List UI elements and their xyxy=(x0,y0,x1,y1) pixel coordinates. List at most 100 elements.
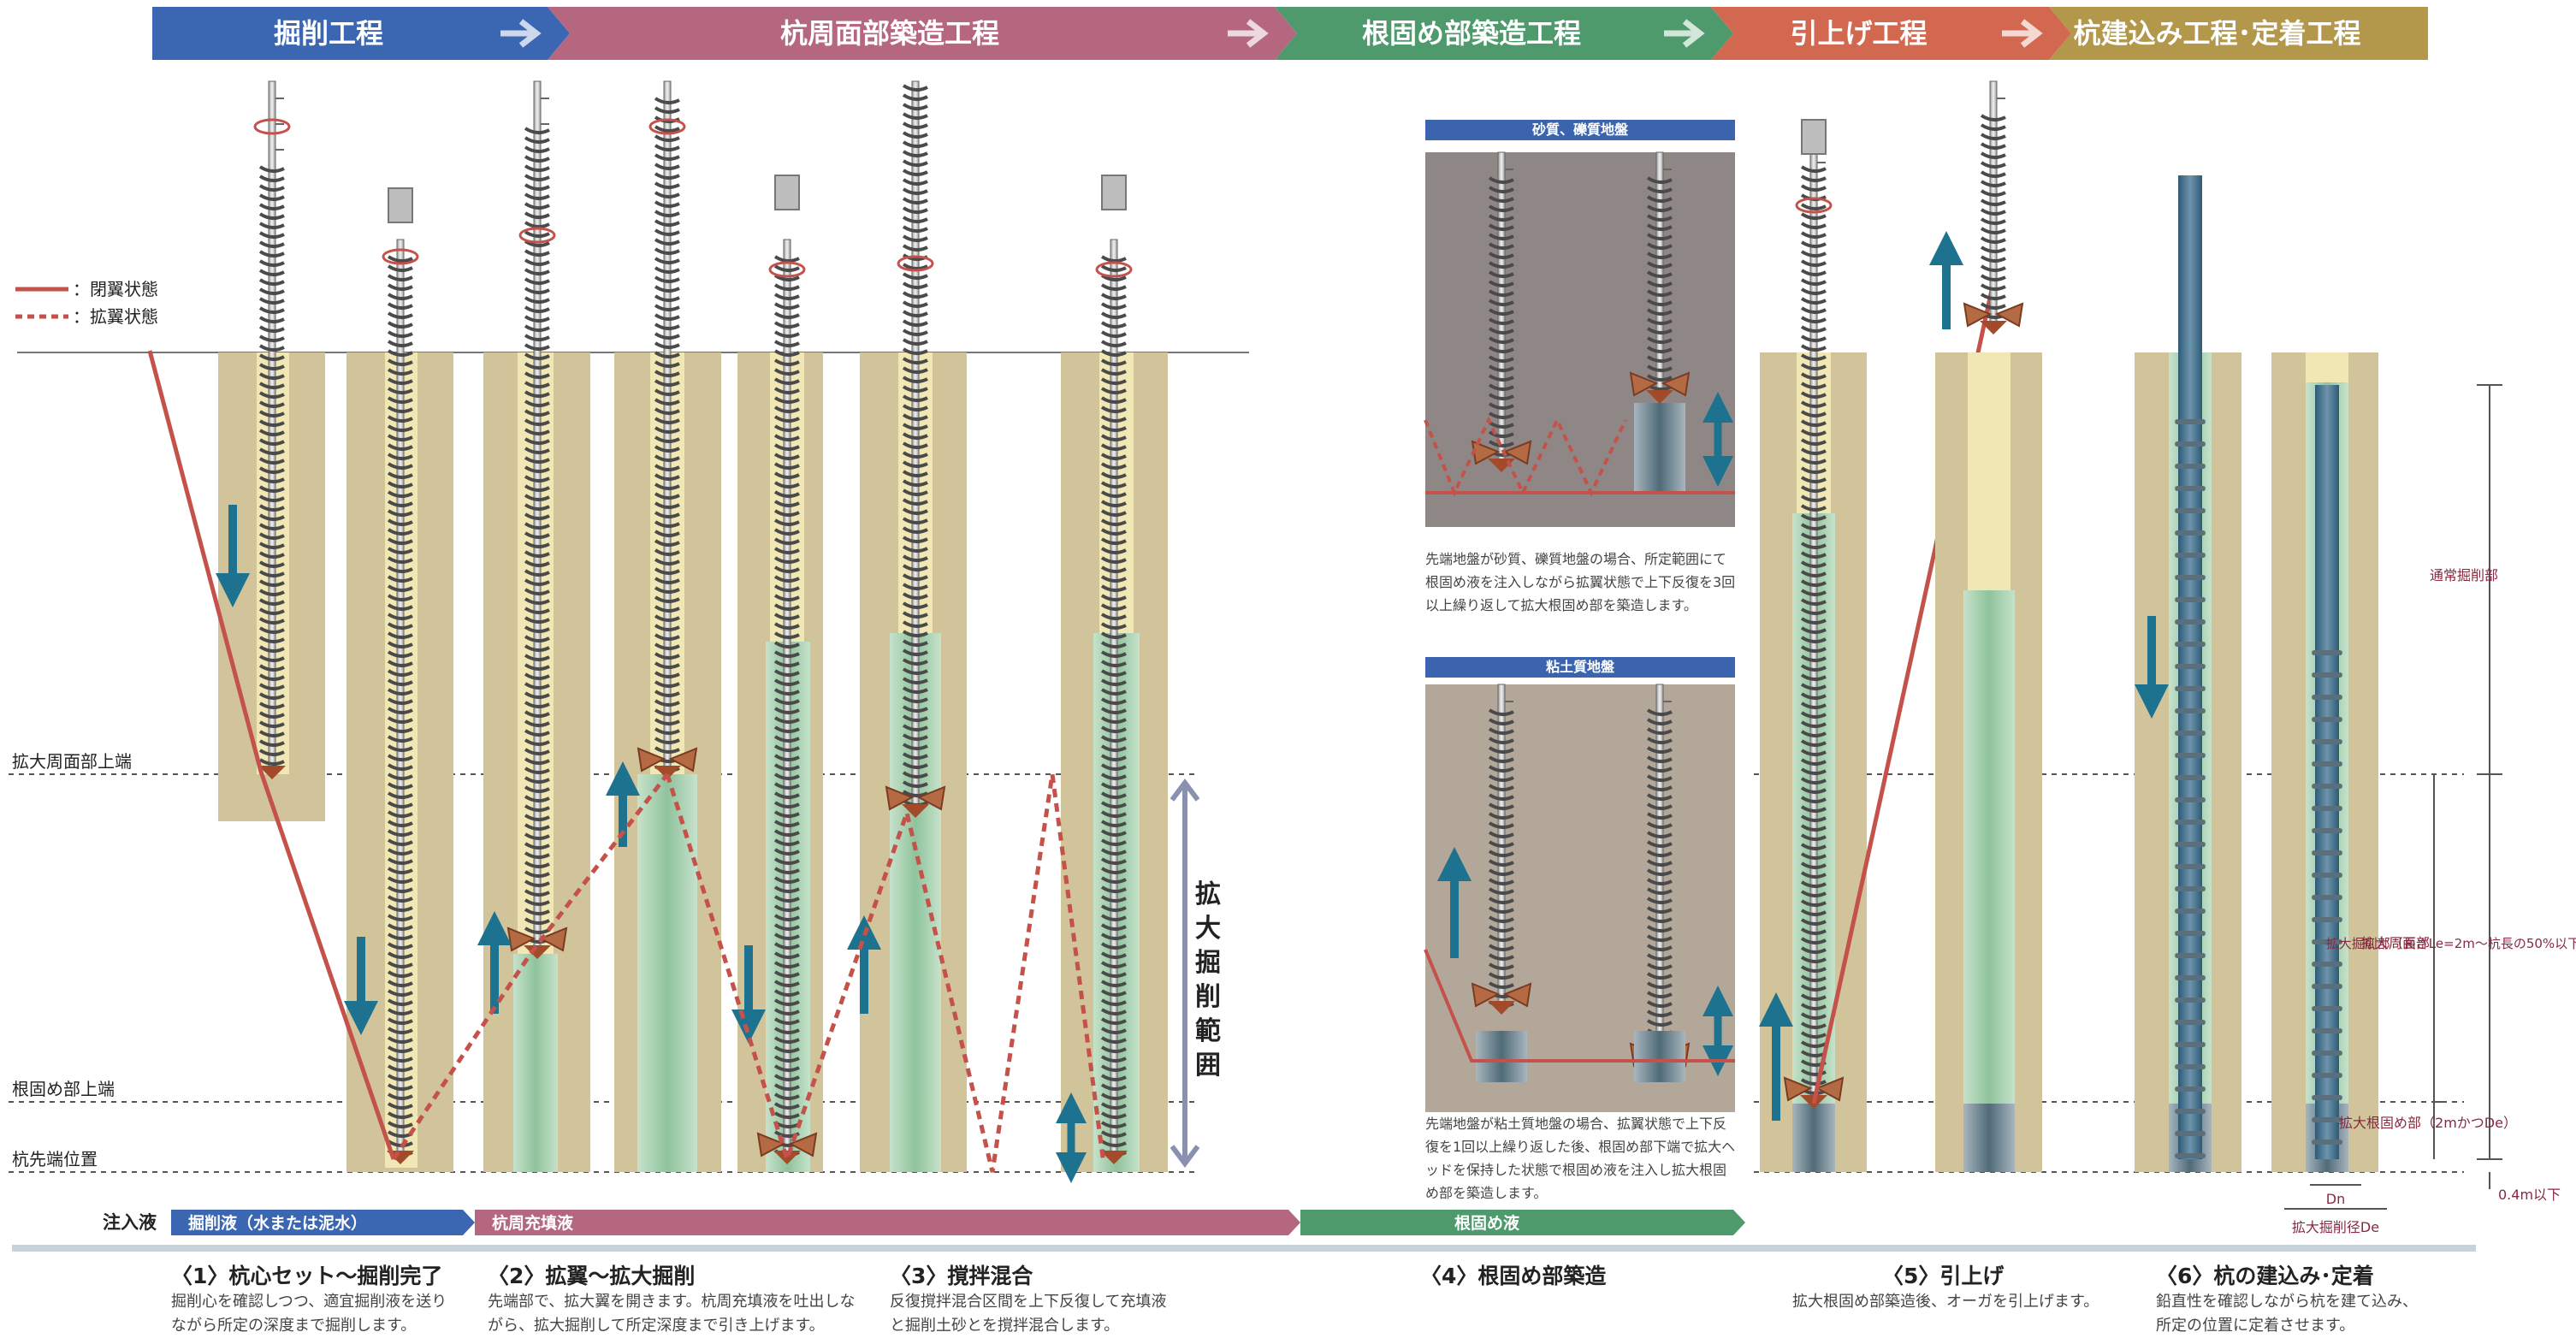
step-3-title: 〈3〉撹拌混合 xyxy=(890,1264,1033,1288)
drill-head xyxy=(1646,390,1673,404)
stage-segment-3 xyxy=(1275,7,1733,60)
range-arrow xyxy=(1170,779,1200,1168)
grout-column xyxy=(1963,590,2015,1104)
step-6-desc: 鉛直性を確認しながら杭を建て込み、所定の位置に定着させます。 xyxy=(2156,1293,2418,1335)
pile-rib xyxy=(2175,953,2206,958)
level-enlarged-top-label: 拡大周面部上端 xyxy=(12,751,132,772)
pile-body xyxy=(2315,385,2339,1159)
pile-rib xyxy=(2175,486,2206,491)
auger-spiral xyxy=(654,97,680,773)
inset-root xyxy=(1634,403,1685,493)
rotation-icon xyxy=(768,261,806,278)
dim-below-label: 0.4m以下 xyxy=(2498,1187,2561,1203)
auger-motor xyxy=(1101,175,1127,210)
pile-rib xyxy=(2312,695,2342,700)
expansion-wing xyxy=(1629,371,1691,397)
pile-rib xyxy=(2175,775,2206,780)
pile-rib xyxy=(2175,1064,2206,1069)
rotation-icon xyxy=(1095,261,1133,278)
pile-rib xyxy=(2312,672,2342,678)
range-label-char: 囲 xyxy=(1195,1051,1221,1080)
step-1-title: 〈1〉杭心セット～掘削完了 xyxy=(171,1264,443,1288)
pile-rib xyxy=(2312,917,2342,922)
range-label-char: 掘 xyxy=(1195,948,1221,978)
pile-rib xyxy=(2312,1006,2342,1011)
step-6-title: 〈6〉杭の建込み･定着 xyxy=(2156,1264,2374,1288)
grout-column xyxy=(513,954,558,1172)
step-2-title: 〈2〉拡翼～拡大掘削 xyxy=(488,1264,696,1288)
auger-spiral xyxy=(1488,176,1514,457)
fluid-label-1: 掘削液（水または泥水） xyxy=(188,1213,367,1233)
auger-spiral xyxy=(1800,165,1827,1095)
auger-rod xyxy=(663,80,672,775)
drill-head xyxy=(258,766,286,779)
pile-rib xyxy=(2312,650,2342,655)
drill-head xyxy=(524,945,551,959)
auger-spiral xyxy=(524,127,550,944)
rotation-icon xyxy=(648,118,686,135)
pile-rib xyxy=(2312,717,2342,722)
expansion-wing xyxy=(756,1132,818,1157)
dim-de-label: 拡大掘削径De xyxy=(2292,1219,2379,1235)
pile-rib xyxy=(2175,597,2206,602)
closed-path-1 xyxy=(147,350,396,1160)
pile-rib xyxy=(2312,873,2342,878)
pile-rib xyxy=(2175,998,2206,1003)
inset-root xyxy=(1476,1031,1527,1082)
auger-spiral xyxy=(1646,708,1673,1064)
pile-rib xyxy=(2175,619,2206,625)
fluid-segment-2 xyxy=(475,1210,1300,1235)
legend-open-label: ：拡翼状態 xyxy=(73,306,158,327)
pile-rib xyxy=(2312,1028,2342,1033)
pile-rib xyxy=(2312,1117,2342,1122)
dim-enlarged-root-text: 拡大根固め部（2mかつDe） xyxy=(2339,1115,2517,1131)
expansion-wing xyxy=(637,747,698,773)
rotation-icon xyxy=(253,118,291,135)
fluid-label-2: 杭周充填液 xyxy=(492,1213,574,1233)
pile-rib xyxy=(2175,1109,2206,1114)
pile-rib xyxy=(2175,1086,2206,1092)
legend: ：閉翼状態 ：拡翼状態 xyxy=(15,279,158,327)
inset-clay-title: 粘土質地盤 xyxy=(1425,657,1735,678)
pile-rib xyxy=(2175,931,2206,936)
rotation-icon xyxy=(897,255,934,272)
range-label-char: 削 xyxy=(1195,982,1221,1012)
pile-rib xyxy=(2175,864,2206,869)
pile-rib xyxy=(2175,575,2206,580)
drill-head xyxy=(902,804,929,818)
step-5-desc: 拡大根固め部築造後、オーガを引上げます。 xyxy=(1792,1293,2099,1311)
inset-sandy xyxy=(1424,151,1735,527)
wing-state-path xyxy=(147,350,1106,1173)
auger-spiral xyxy=(1980,114,2006,319)
auger-spiral xyxy=(387,255,413,1157)
injection-label: 注入液 xyxy=(103,1212,157,1233)
pile-rib xyxy=(2175,419,2206,424)
inset-clay xyxy=(1424,684,1735,1112)
top-slurry xyxy=(2306,352,2348,382)
dim-enlarged-label-line1: 拡大掘削部（長さLe=2m～杭長の50%以下） xyxy=(2326,936,2576,951)
pile-rib xyxy=(2175,975,2206,980)
rotation-icon xyxy=(518,227,556,244)
auger-spiral xyxy=(773,255,800,1157)
stage-label-4: 引上げ工程 xyxy=(1790,17,1927,50)
drill-head xyxy=(773,1151,801,1164)
stage-label-3: 根固め部築造工程 xyxy=(1362,17,1581,50)
auger-spiral xyxy=(1488,708,1514,1008)
injection-fluid-bar: 掘削液（水または泥水） 杭周充填液 根固め液 xyxy=(171,1210,1745,1235)
inset-clay-text: 先端地盤が粘土質地盤の場合、拡翼状態で上下反復を1回以上繰り返した後、根固め部下… xyxy=(1425,1116,1736,1201)
auger-motor xyxy=(774,175,800,210)
pile-rib xyxy=(2312,1073,2342,1078)
inset-root xyxy=(1634,1031,1685,1082)
range-label-char: 拡 xyxy=(1195,879,1221,909)
pile-rib xyxy=(2175,753,2206,758)
range-label-char: 大 xyxy=(1195,914,1221,944)
pile-rib xyxy=(2175,1153,2206,1158)
inset-sandy-text: 先端地盤が砂質、礫質地盤の場合、所定範囲にて根固め液を注入しながら拡翼状態で上下… xyxy=(1425,551,1736,613)
grout-column xyxy=(637,774,697,1172)
pile-rib xyxy=(2175,1020,2206,1025)
fluid-label-3: 根固め液 xyxy=(1454,1213,1520,1233)
step-2-desc: 先端部で、拡大翼を開きます。杭周充填液を吐出しながら、拡大掘削して所定深度まで引… xyxy=(488,1293,856,1335)
pile-rib xyxy=(2175,708,2206,713)
